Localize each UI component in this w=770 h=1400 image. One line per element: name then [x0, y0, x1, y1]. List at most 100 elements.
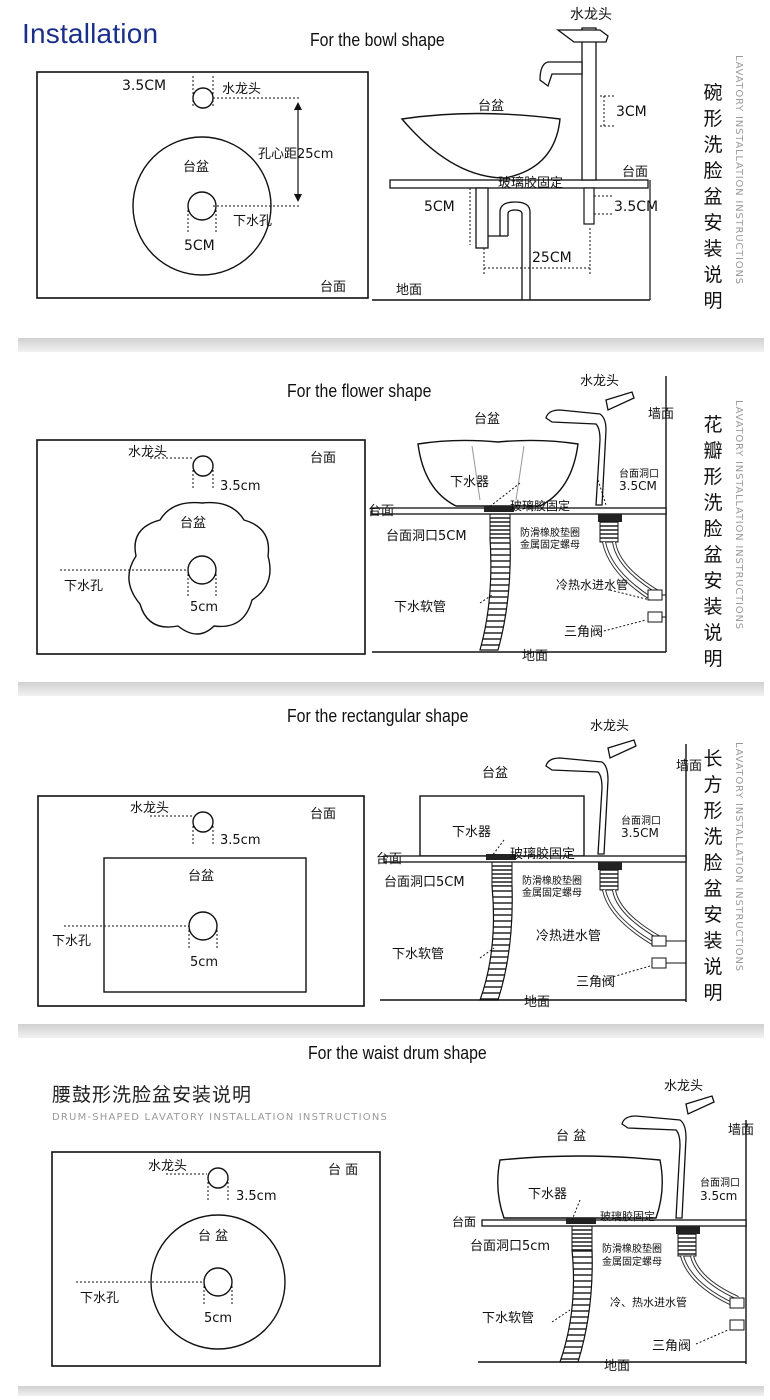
drum-side-view: 水龙头 墙面 台 盆 下水器 台面洞口 3.5cm 台面 玻璃胶固定 台面洞口5… [452, 1079, 754, 1374]
rect-plan-view: 水龙头 台面 3.5cm 台盆 下水孔 5cm [37, 795, 365, 1007]
drum-section-title: For the waist drum shape [308, 1043, 487, 1063]
drum-faucet-body [621, 1115, 687, 1219]
drum-faucet-hole [207, 1167, 229, 1189]
rect-side-counter-hole-label: 台面洞口 [621, 814, 661, 827]
rect-side-hose-label: 下水软管 [392, 947, 444, 962]
bowl-plan-drain-label: 下水孔 [233, 214, 272, 229]
rect-faucet-body [545, 757, 609, 855]
flower-side-counter-label: 台面 [368, 504, 394, 519]
rect-plan-faucet-label: 水龙头 [130, 801, 169, 816]
drum-side-faucet-label: 水龙头 [664, 1079, 703, 1094]
drum-side-gasket1: 防滑橡胶垫圈 [602, 1242, 662, 1255]
rect-side-counter-hole-dim: 3.5CM [621, 826, 659, 840]
bowl-vertical-label: 碗形洗脸盆安装说明 [703, 82, 723, 312]
page-title: Installation [22, 18, 159, 49]
bowl-side-floor-label: 地面 [396, 283, 422, 298]
drum-plan-view: 水龙头 台 面 3.5cm 台 盆 下水孔 5cm [51, 1151, 381, 1367]
rect-side-valve-label: 三角阀 [576, 975, 615, 990]
drum-side-counter-hole-label: 台面洞口 [700, 1176, 740, 1189]
section-divider [18, 1386, 764, 1396]
drum-side-counter-hole-dim: 3.5cm [700, 1189, 737, 1203]
flower-plan-counter-label: 台面 [310, 451, 336, 466]
rect-drainer [486, 854, 516, 860]
rect-side-drainer-label: 下水器 [452, 825, 491, 840]
flower-side-supply-label: 冷热水进水管 [556, 577, 628, 592]
rect-side-floor-label: 地面 [524, 995, 550, 1010]
rect-side-gasket1: 防滑橡胶垫圈 [522, 874, 582, 887]
flower-plan-view: 水龙头 台面 3.5cm 台盆 下水孔 5cm [36, 439, 366, 655]
drum-plan-faucet-label: 水龙头 [148, 1159, 187, 1174]
rect-side-faucet-label: 水龙头 [590, 719, 629, 734]
rect-basin-outline [103, 857, 307, 993]
rect-side-gasket2: 金属固定螺母 [522, 886, 582, 899]
drum-side-drainer-label: 下水器 [528, 1187, 567, 1202]
drum-side-supply-label: 冷、热水进水管 [610, 1295, 687, 1309]
section-divider [18, 1024, 764, 1038]
flower-side-gasket1: 防滑橡胶垫圈 [520, 526, 580, 539]
rect-faucet-handle [607, 739, 637, 759]
flower-side-view: 水龙头 墙面 台盆 台面洞口 3.5CM 下水器 台面 玻璃胶固定 台面洞口5C… [368, 374, 674, 664]
drum-plan-basin-label: 台 盆 [198, 1229, 228, 1244]
bowl-plan-faucet-label: 水龙头 [222, 82, 261, 97]
drum-counter-outline [51, 1151, 381, 1367]
flower-vertical-label: 花瓣形洗脸盆安装说明 [703, 414, 723, 670]
bowl-plan-basin-label: 台盆 [183, 160, 209, 175]
drum-side-gasket2: 金属固定螺母 [602, 1255, 662, 1268]
drum-plan-dim-faucet: 3.5cm [236, 1189, 277, 1204]
bowl-p-trap [488, 201, 531, 300]
bowl-counter-outline [36, 71, 369, 299]
rect-plan-drain-dim: 5cm [190, 955, 218, 970]
rect-counter-outline [37, 795, 365, 1007]
flower-section-title: For the flower shape [287, 381, 432, 401]
bowl-side-view: 水龙头 台盆 3CM 台面 玻璃胶固定 5CM 3.5CM 25CM 地面 [372, 7, 658, 301]
flower-counter-slab [371, 507, 667, 515]
rect-side-wall-label: 墙面 [676, 759, 702, 774]
drum-drain-hose [559, 1249, 593, 1363]
rect-side-counter-hole5: 台面洞口5CM [384, 875, 465, 890]
bowl-side-glue-label: 玻璃胶固定 [498, 175, 563, 191]
drum-side-floor-label: 地面 [604, 1359, 630, 1374]
bowl-faucet-body [581, 27, 597, 181]
flower-faucet-body [545, 409, 607, 506]
flower-faucet-handle [605, 391, 635, 411]
bowl-plan-dim-faucet: 3.5CM [122, 78, 166, 94]
flower-plan-faucet-label: 水龙头 [128, 445, 167, 460]
drum-plan-drain-label: 下水孔 [80, 1291, 119, 1306]
flower-drain-nut [489, 513, 511, 539]
bowl-vertical-sub: LAVATORY INSTALLATION INSTRUCTIONS [733, 55, 744, 285]
drum-subhead-cn: 腰鼓形洗脸盆安装说明 [52, 1084, 253, 1106]
bowl-side-basin-label: 台盆 [478, 99, 504, 114]
bowl-faucet-hole [192, 87, 214, 109]
flower-basin-outline [128, 501, 271, 635]
flower-drainer [484, 506, 514, 512]
flower-side-wall-label: 墙面 [648, 407, 674, 422]
bowl-plan-hole-distance: 孔心距25cm [258, 147, 333, 162]
flower-plan-drain-dim: 5cm [190, 600, 218, 615]
drum-plan-drain-dim: 5cm [204, 1311, 232, 1326]
flower-faucet-hole [192, 455, 214, 477]
drum-side-wall-label: 墙面 [728, 1123, 754, 1138]
drum-side-hose-label: 下水软管 [482, 1311, 534, 1326]
drum-plan-counter-label: 台 面 [328, 1163, 358, 1178]
section-divider [18, 682, 764, 696]
rect-plan-dim-faucet: 3.5cm [220, 833, 261, 848]
rect-basin-side [419, 795, 585, 857]
flower-plan-drain-label: 下水孔 [64, 579, 103, 594]
rect-side-basin-label: 台盆 [482, 766, 508, 781]
flower-counter-outline [36, 439, 366, 655]
bowl-side-dim-35cm: 3.5CM [614, 199, 658, 215]
rect-side-counter-label: 台面 [376, 852, 402, 867]
rect-plan-drain-label: 下水孔 [52, 934, 91, 949]
drum-side-counter-label: 台面 [452, 1214, 476, 1229]
drum-counter-slab [481, 1219, 747, 1227]
drum-supply-hoses [680, 1255, 739, 1306]
rect-section-title: For the rectangular shape [287, 706, 469, 726]
flower-plan-dim-faucet: 3.5cm [220, 479, 261, 494]
rect-vertical-sub: LAVATORY INSTALLATION INSTRUCTIONS [733, 742, 744, 972]
rect-drain-hose [479, 885, 513, 1001]
bowl-section-title: For the bowl shape [310, 30, 445, 50]
bowl-faucet-spout [539, 61, 583, 88]
flower-plan-basin-label: 台盆 [180, 516, 206, 531]
bowl-counter-slab [389, 179, 649, 189]
